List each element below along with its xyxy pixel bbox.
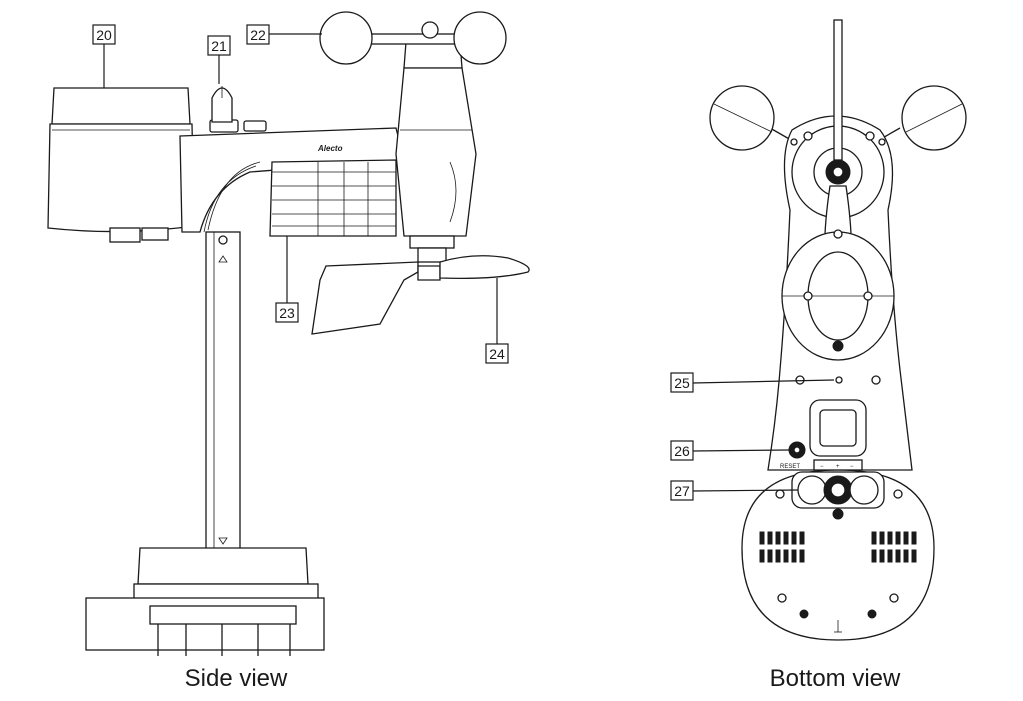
mast-pole: [205, 231, 241, 567]
bubble-level: [211, 86, 233, 123]
mounting-bracket: [85, 547, 325, 656]
battery-cover: − + −: [741, 459, 935, 641]
brand-label: Alecto: [317, 144, 343, 153]
rain-gauge: [47, 87, 195, 243]
station-body-bottom: [767, 19, 913, 471]
light-sensor-hole: [835, 376, 843, 384]
callout-21: 21: [207, 35, 231, 84]
svg-text:23: 23: [279, 305, 295, 321]
svg-text:21: 21: [211, 38, 227, 54]
wind-cups: [319, 11, 507, 65]
side-view-caption: Side view: [185, 665, 288, 692]
reset-label: RESET: [780, 464, 800, 470]
reset-button[interactable]: RESET: [780, 441, 806, 470]
bottom-view-drawing: RESET − + −: [709, 19, 967, 641]
callout-23: 23: [275, 236, 299, 323]
side-view-drawing: Alecto: [47, 11, 530, 656]
polarity-minus-2: −: [850, 464, 854, 470]
main-housing: Alecto: [179, 119, 405, 233]
anemometer-column: [395, 41, 477, 263]
svg-text:27: 27: [674, 483, 690, 499]
wind-cups-bottom: [709, 85, 967, 153]
callout-26: 26: [670, 440, 790, 461]
svg-text:26: 26: [674, 443, 690, 459]
callout-25: 25: [670, 372, 835, 393]
svg-text:25: 25: [674, 375, 690, 391]
callout-27: 27: [670, 480, 799, 501]
callout-22: 22: [246, 24, 322, 45]
vent-slots-right: [871, 531, 917, 563]
radiation-shield: [269, 159, 397, 237]
svg-text:20: 20: [96, 27, 112, 43]
callout-20: 20: [92, 24, 116, 88]
bottom-view-caption: Bottom view: [770, 665, 901, 692]
polarity-plus: +: [836, 464, 840, 470]
callout-24: 24: [485, 278, 509, 364]
svg-text:22: 22: [250, 27, 266, 43]
vent-slots-left: [759, 531, 805, 563]
svg-text:24: 24: [489, 346, 505, 362]
polarity-minus: −: [820, 464, 824, 470]
wind-vane: [311, 255, 530, 335]
